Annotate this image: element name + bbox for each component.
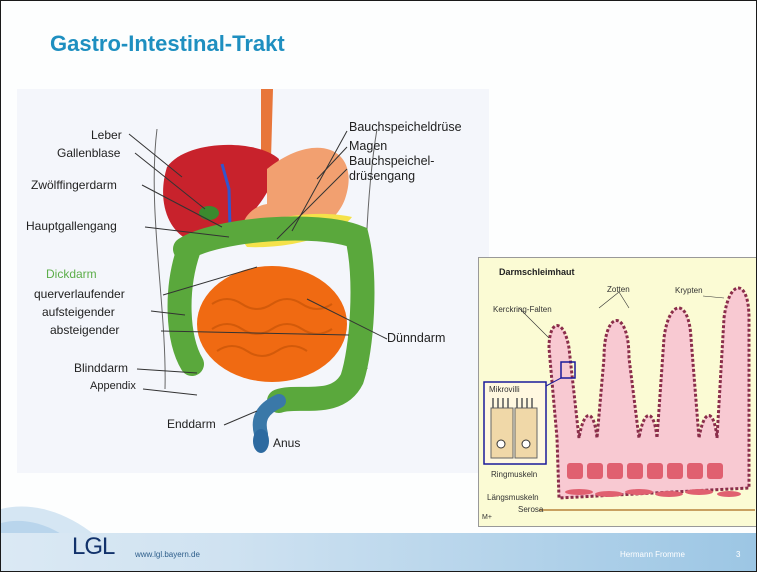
label-laengsmuskeln: Längsmuskeln [487,493,539,502]
page-number: 3 [736,550,740,559]
label-dickdarm: Dickdarm [46,267,97,281]
label-absteigender: absteigender [50,323,119,337]
label-bauchspeicheldruese: Bauchspeicheldrüse [349,120,462,134]
label-querverlaufender: querverlaufender [34,287,125,301]
gallbladder-shape [199,206,219,220]
digestive-system-figure: Leber Gallenblase Zwölffingerdarm Hauptg… [17,89,489,473]
label-duenndarm: Dünndarm [387,331,445,345]
mucosa-title: Darmschleimhaut [499,267,575,277]
label-bauchspeichel-line1: Bauchspeichel- [349,154,434,168]
label-magen: Magen [349,139,387,153]
label-bauchspeichel-line2: drüsengang [349,169,415,183]
footer-author: Hermann Fromme [620,550,685,559]
corner-mark: M+ [482,514,492,521]
small-intestine-shape [197,266,347,382]
label-enddarm: Enddarm [167,417,216,431]
label-leber: Leber [91,128,122,142]
lgl-logo: LGL [72,533,114,561]
label-gallenblase: Gallenblase [57,146,120,160]
label-zwoelffingerdarm: Zwölffingerdarm [31,178,117,192]
label-aufsteigender: aufsteigender [42,305,115,319]
label-mikrovilli: Mikrovilli [489,385,520,394]
label-zotten: Zotten [607,285,630,294]
intestinal-mucosa-figure: Darmschleimhaut Kerckring-Falten Zotten … [478,257,757,527]
mucosa-illustration [479,258,757,526]
slide-title: Gastro-Intestinal-Trakt [50,31,285,57]
anus-shape [253,429,269,453]
label-serosa: Serosa [518,505,543,514]
label-anus: Anus [273,436,300,450]
label-hauptgallengang: Hauptgallengang [26,219,117,233]
label-blinddarm: Blinddarm [74,361,128,375]
footer-url[interactable]: www.lgl.bayern.de [135,550,200,559]
label-ringmuskeln: Ringmuskeln [491,470,537,479]
label-kerckring: Kerckring-Falten [493,305,552,314]
label-krypten: Krypten [675,286,703,295]
label-appendix: Appendix [90,380,136,392]
rectum-shape [260,401,279,434]
